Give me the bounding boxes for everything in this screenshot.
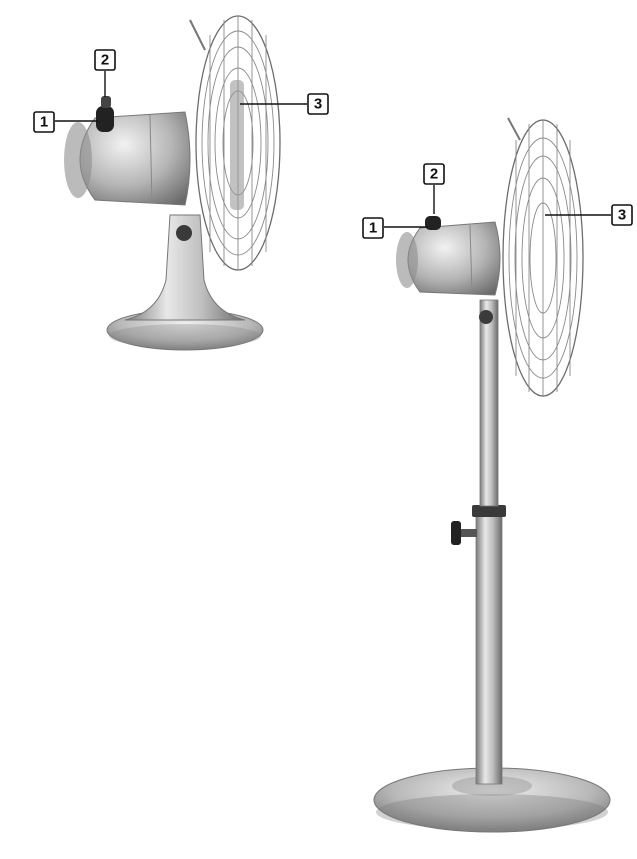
stand-fan-clamp-ring (472, 505, 506, 517)
callout-label-1: 1 (40, 114, 48, 131)
desk-fan-cage (189, 15, 281, 271)
stand-fan-height-knob (451, 521, 477, 545)
stand-fan-motor-housing (407, 221, 501, 296)
stand-fan-tilt-knob (479, 310, 493, 324)
stand-fan-callout-3: 3 (545, 204, 633, 226)
desk-fan-callout-3: 3 (240, 93, 329, 115)
callout-label-2: 2 (101, 52, 109, 69)
desk-fan-neck (124, 214, 246, 321)
stand-fan-callout-2: 2 (423, 163, 445, 214)
desk-fan-tilt-knob (176, 225, 192, 241)
callout-label-3: 3 (618, 207, 626, 224)
callout-label-1: 1 (369, 220, 377, 237)
desk-fan-speed-knob (96, 106, 114, 132)
callout-label-3: 3 (314, 96, 322, 113)
stand-fan-lower-pole (475, 511, 503, 785)
stand-fan: 1 2 3 (362, 117, 633, 833)
desk-fan: 1 2 3 (33, 15, 329, 351)
desk-fan-callout-2: 2 (94, 49, 116, 97)
stand-fan-cage (502, 117, 584, 397)
stand-fan-upper-pole (479, 299, 499, 507)
stand-fan-speed-knob (425, 216, 441, 230)
stand-fan-callout-1: 1 (362, 217, 428, 239)
callout-label-2: 2 (430, 166, 438, 183)
desk-fan-callout-1: 1 (33, 111, 98, 133)
